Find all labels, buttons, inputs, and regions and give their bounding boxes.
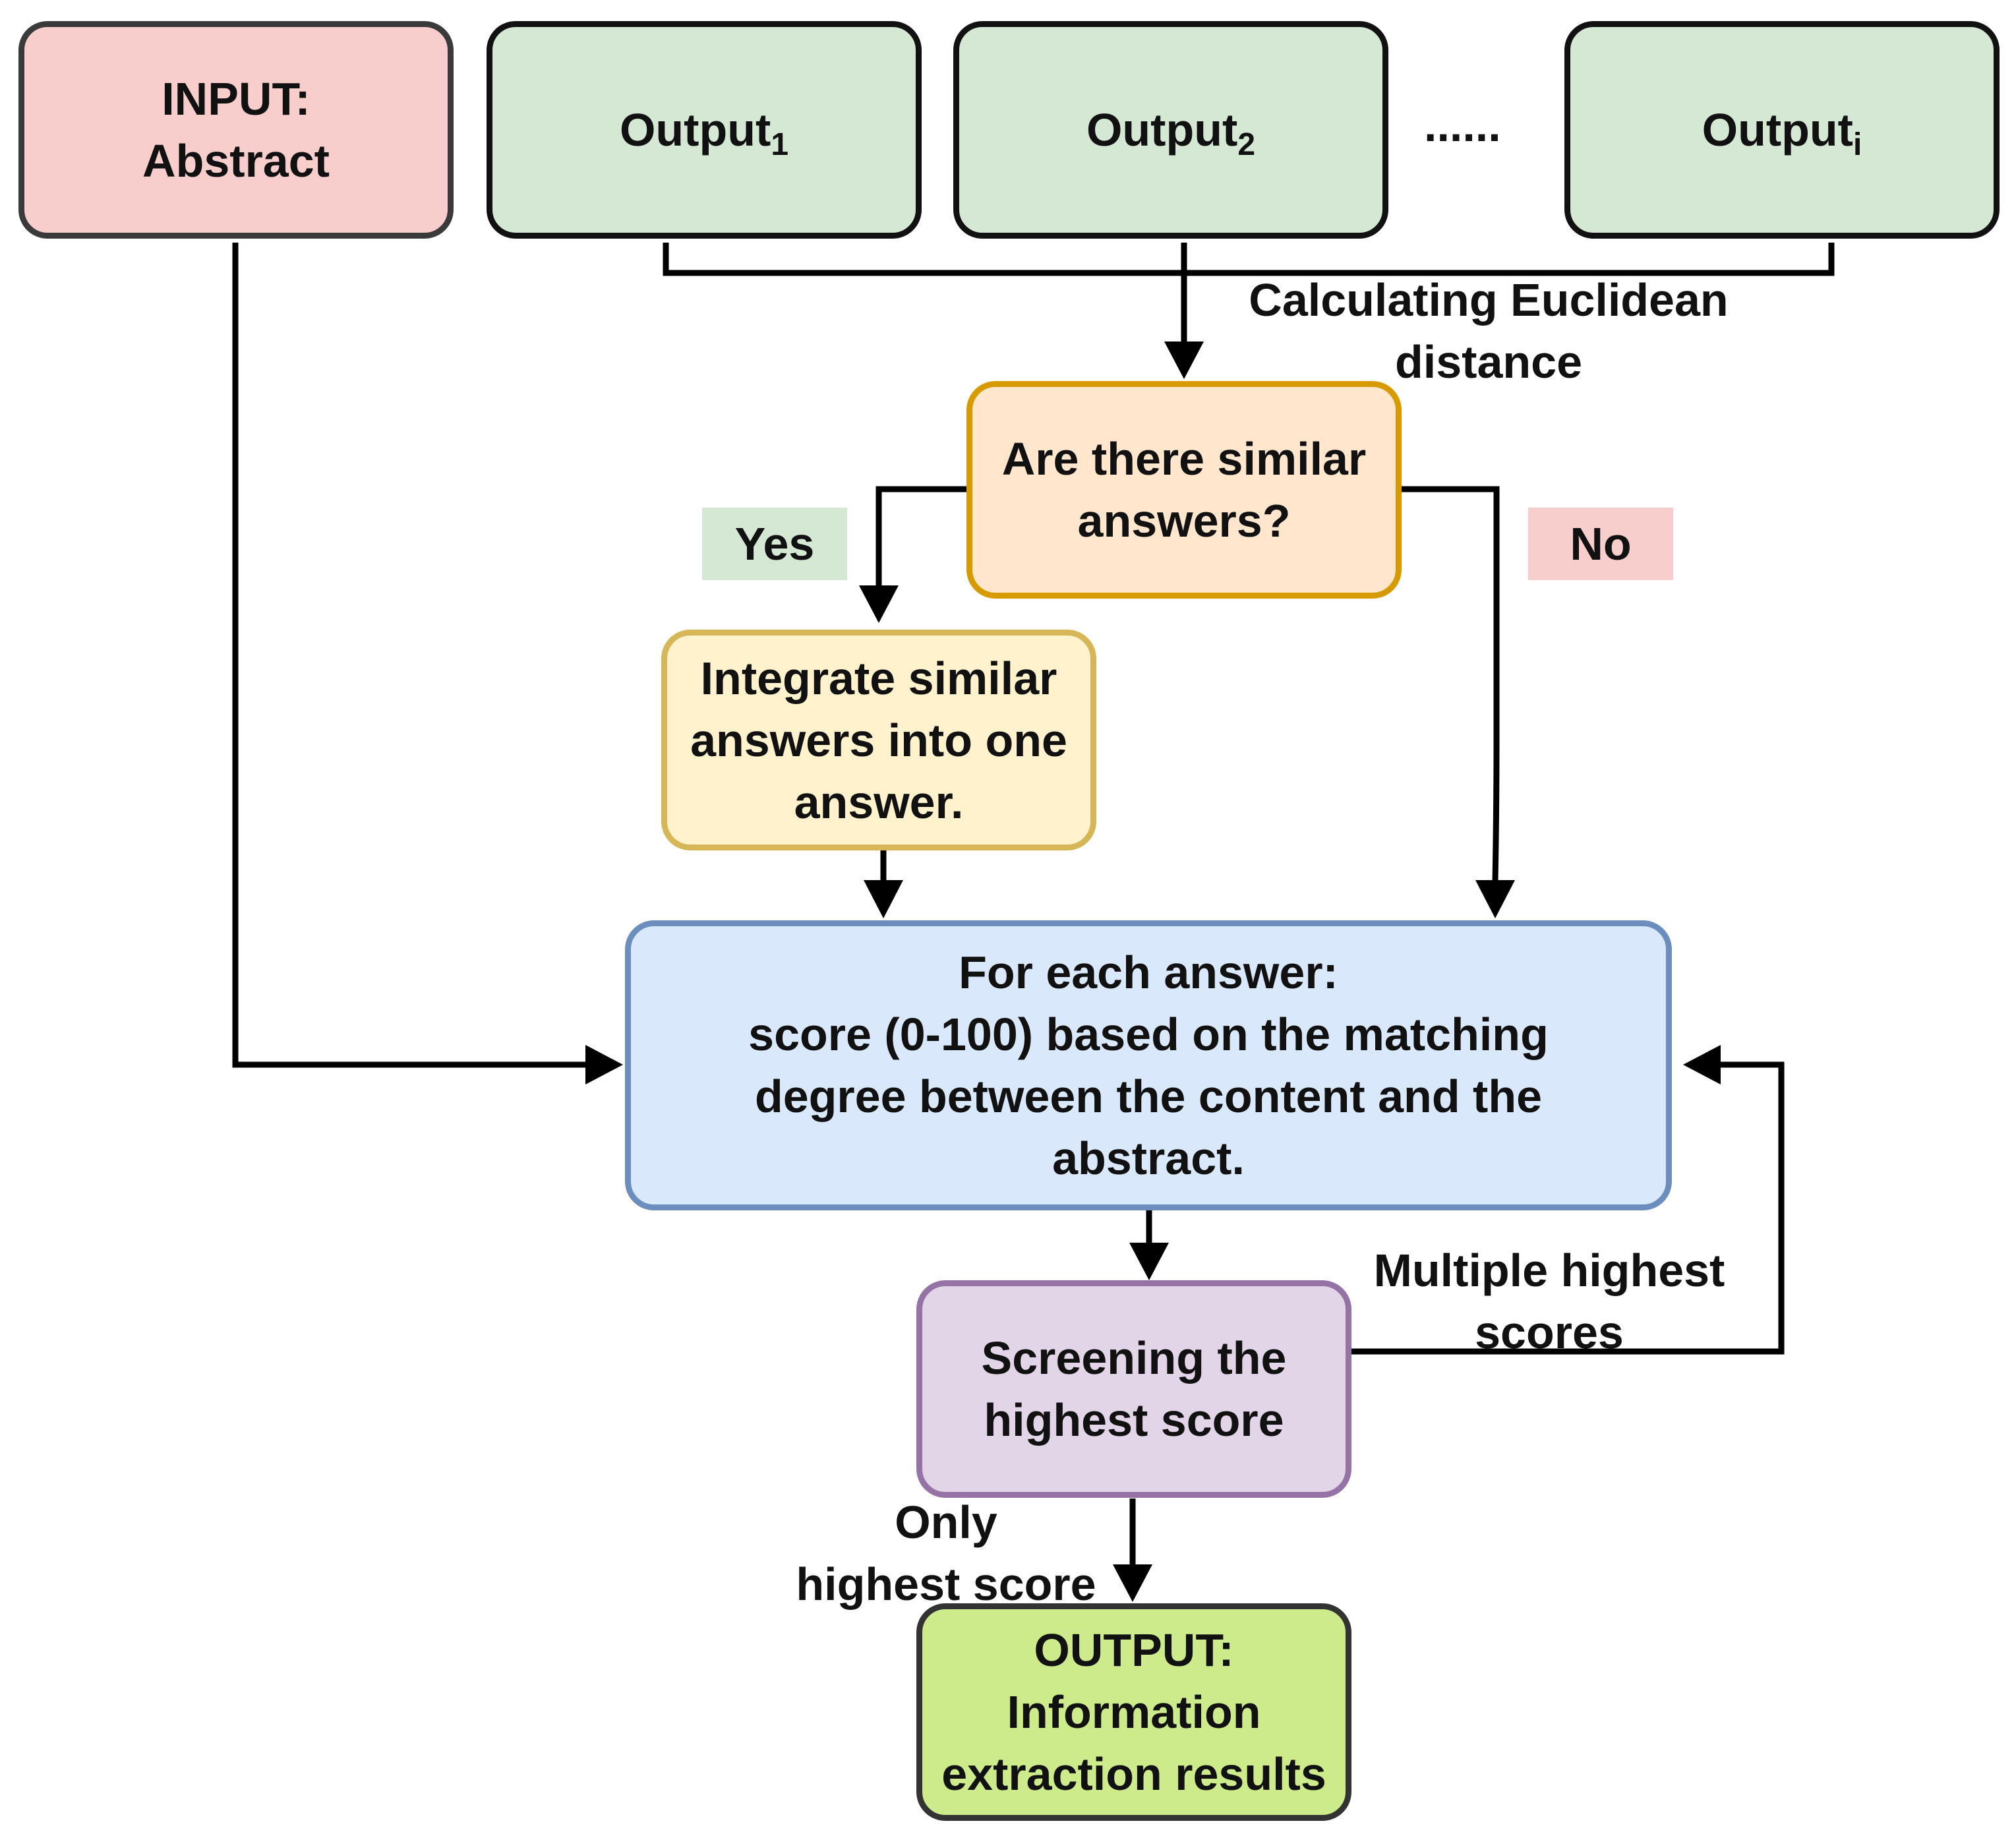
multiple-highest-label: Multiple highest scores [1345, 1239, 1754, 1363]
score-line2: score (0-100) based on the matching [748, 1009, 1549, 1060]
output-1-node: Output1 [487, 21, 922, 239]
output-i-node: Outputi [1564, 21, 2000, 239]
decision-line1: Are there similar [1001, 433, 1367, 485]
output-2-text: Output [1086, 104, 1238, 156]
arrowhead-score-loop [1683, 1045, 1721, 1084]
euclidean-line1: Calculating Euclidean [1249, 274, 1729, 326]
ellipsis: ...... [1424, 100, 1501, 151]
final-line3: extraction results [941, 1748, 1326, 1800]
output-1-label: Output1 [620, 99, 788, 161]
output-1-text: Output [619, 104, 771, 156]
no-tag: No [1528, 508, 1673, 580]
edge-no [1399, 486, 1500, 883]
score-line3: degree between the content and the [754, 1071, 1543, 1122]
output-results-node: OUTPUT: Information extraction results [916, 1603, 1351, 1821]
input-line1: INPUT: [162, 73, 311, 125]
output-2-subscript: 2 [1237, 127, 1256, 162]
output-2-label: Output2 [1086, 99, 1255, 161]
screen-line1: Screening the [981, 1332, 1287, 1384]
only-line1: Only [895, 1497, 997, 1548]
only-highest-label: Only highest score [781, 1491, 1111, 1615]
decision-line2: answers? [1077, 495, 1291, 547]
euclidean-line2: distance [1395, 336, 1582, 388]
multiple-line2: scores [1475, 1307, 1624, 1358]
integrate-line3: answer. [794, 776, 964, 828]
similar-answers-decision-node: Are there similar answers? [966, 381, 1402, 599]
input-line2: Abstract [142, 135, 330, 187]
output-2-node: Output2 [953, 21, 1388, 239]
only-line2: highest score [796, 1558, 1096, 1610]
edge-yes [875, 486, 968, 590]
score-answers-node: For each answer: score (0-100) based on … [625, 920, 1672, 1210]
arrowhead-score-no [1475, 880, 1515, 918]
output-i-label: Outputi [1702, 99, 1862, 161]
multiple-line1: Multiple highest [1373, 1245, 1725, 1296]
arrowhead-score-input [585, 1045, 623, 1084]
edge-input-to-score [232, 243, 590, 1068]
arrowhead-score-yes [864, 880, 903, 918]
screen-line2: highest score [984, 1394, 1284, 1446]
score-line1: For each answer: [959, 947, 1338, 998]
integrate-line1: Integrate similar [700, 652, 1057, 704]
final-line1: OUTPUT: [1034, 1624, 1234, 1676]
arrowhead-decision [1164, 341, 1204, 379]
integrate-line2: answers into one [690, 714, 1067, 766]
yes-tag: Yes [702, 508, 847, 580]
euclidean-label: Calculating Euclidean distance [1225, 269, 1752, 393]
arrowhead-integrate [859, 585, 899, 623]
screening-highest-node: Screening the highest score [916, 1280, 1351, 1498]
arrowhead-output [1113, 1564, 1152, 1602]
arrowhead-screen [1129, 1243, 1169, 1280]
output-i-text: Output [1702, 104, 1853, 156]
edge-multiple-loop [1351, 1061, 1785, 1355]
output-1-subscript: 1 [771, 127, 789, 162]
input-abstract-node: INPUT: Abstract [18, 21, 454, 239]
integrate-answers-node: Integrate similar answers into one answe… [661, 630, 1096, 850]
final-line2: Information [1007, 1686, 1261, 1738]
score-line4: abstract. [1052, 1133, 1245, 1184]
edge-outputs-bracket [663, 243, 1835, 276]
output-i-subscript: i [1853, 127, 1862, 162]
